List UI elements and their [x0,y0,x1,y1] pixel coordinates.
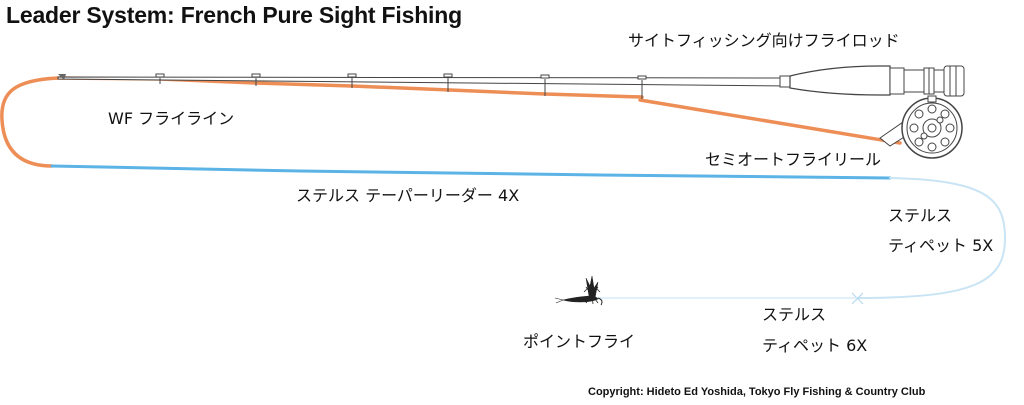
tippet-5x-label-line2: ティペット 5X [888,236,994,255]
tippet-6x-label-line2: ティペット 6X [762,336,868,355]
diagram-title: Leader System: French Pure Sight Fishing [6,2,462,28]
reel-label: セミオートフライリール [705,150,882,169]
rod-label: サイトフィッシング向けフライロッド [628,31,900,50]
tippet-5x-label-line1: ステルス [888,206,953,225]
copyright-text: Copyright: Hideto Ed Yoshida, Tokyo Fly … [588,386,926,398]
tippet-6x-label-line1: ステルス [762,305,827,324]
point-fly-label: ポイントフライ [523,332,636,351]
fly-rod [57,65,965,99]
fly-line-label: WF フライライン [108,109,235,128]
leader-label: ステルス テーパーリーダー 4X [296,186,520,205]
tippet-5x [857,177,1007,299]
point-fly-icon [554,275,603,306]
rod-guides [155,73,647,99]
fly-reel [879,95,963,159]
tippet-knot [851,292,864,305]
tapered-leader [50,164,892,180]
